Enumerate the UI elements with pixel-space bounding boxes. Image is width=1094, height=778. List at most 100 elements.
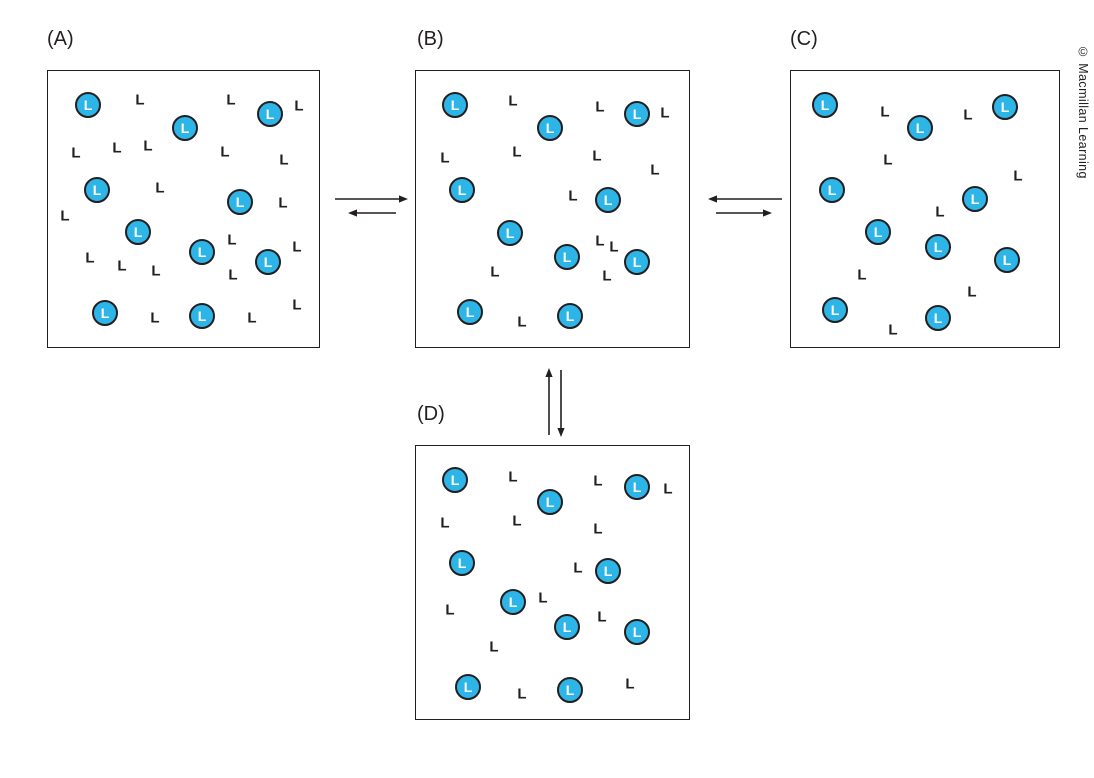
bound-ligand-complex: L — [227, 189, 253, 215]
credit-text: © Macmillan Learning — [1076, 45, 1090, 179]
free-ligand: L — [228, 266, 238, 284]
bound-ligand-complex: L — [812, 92, 838, 118]
free-ligand: L — [517, 685, 527, 703]
bound-ligand-complex: L — [819, 177, 845, 203]
bound-ligand-complex: L — [449, 177, 475, 203]
free-ligand: L — [71, 144, 81, 162]
panel-label-d: (D) — [417, 403, 445, 425]
bound-ligand-complex: L — [624, 619, 650, 645]
free-ligand: L — [593, 520, 603, 538]
bound-ligand-complex: L — [442, 92, 468, 118]
free-ligand: L — [135, 91, 145, 109]
bound-ligand-complex: L — [442, 467, 468, 493]
free-ligand: L — [247, 309, 257, 327]
free-ligand: L — [1013, 167, 1023, 185]
free-ligand: L — [625, 675, 635, 693]
bound-ligand-complex: L — [865, 219, 891, 245]
free-ligand: L — [445, 601, 455, 619]
bound-ligand-complex: L — [554, 244, 580, 270]
free-ligand: L — [220, 143, 230, 161]
free-ligand: L — [490, 263, 500, 281]
free-ligand: L — [155, 179, 165, 197]
free-ligand: L — [227, 231, 237, 249]
bound-ligand-complex: L — [189, 303, 215, 329]
bound-ligand-complex: L — [595, 187, 621, 213]
bound-ligand-complex: L — [994, 247, 1020, 273]
free-ligand: L — [489, 638, 499, 656]
bound-ligand-complex: L — [84, 177, 110, 203]
free-ligand: L — [60, 207, 70, 225]
bound-ligand-complex: L — [907, 115, 933, 141]
free-ligand: L — [595, 232, 605, 250]
free-ligand: L — [573, 559, 583, 577]
free-ligand: L — [888, 321, 898, 339]
bound-ligand-complex: L — [125, 219, 151, 245]
free-ligand: L — [440, 514, 450, 532]
bound-ligand-complex: L — [557, 677, 583, 703]
bound-ligand-complex: L — [624, 249, 650, 275]
free-ligand: L — [593, 472, 603, 490]
equilibrium-arrow-d-to-b — [545, 368, 553, 435]
bound-ligand-complex: L — [595, 558, 621, 584]
free-ligand: L — [279, 151, 289, 169]
equilibrium-arrow-b-to-d — [557, 370, 565, 437]
bound-ligand-complex: L — [172, 115, 198, 141]
bound-ligand-complex: L — [189, 239, 215, 265]
bound-ligand-complex: L — [257, 101, 283, 127]
free-ligand: L — [508, 92, 518, 110]
equilibrium-arrow-c-to-b — [708, 195, 782, 203]
equilibrium-arrow-b-to-a — [348, 209, 396, 217]
bound-ligand-complex: L — [557, 303, 583, 329]
free-ligand: L — [602, 267, 612, 285]
free-ligand: L — [512, 143, 522, 161]
bound-ligand-complex: L — [925, 234, 951, 260]
free-ligand: L — [883, 151, 893, 169]
bound-ligand-complex: L — [255, 249, 281, 275]
panel-label-b: (B) — [417, 28, 444, 50]
free-ligand: L — [538, 589, 548, 607]
bound-ligand-complex: L — [992, 94, 1018, 120]
bound-ligand-complex: L — [75, 92, 101, 118]
free-ligand: L — [85, 249, 95, 267]
free-ligand: L — [117, 257, 127, 275]
free-ligand: L — [150, 309, 160, 327]
free-ligand: L — [151, 262, 161, 280]
free-ligand: L — [517, 313, 527, 331]
free-ligand: L — [226, 91, 236, 109]
panel-label-a: (A) — [47, 28, 74, 50]
bound-ligand-complex: L — [822, 297, 848, 323]
bound-ligand-complex: L — [497, 220, 523, 246]
bound-ligand-complex: L — [962, 186, 988, 212]
bound-ligand-complex: L — [624, 101, 650, 127]
free-ligand: L — [508, 468, 518, 486]
free-ligand: L — [278, 194, 288, 212]
bound-ligand-complex: L — [455, 674, 481, 700]
free-ligand: L — [440, 149, 450, 167]
free-ligand: L — [595, 98, 605, 116]
free-ligand: L — [663, 480, 673, 498]
bound-ligand-complex: L — [925, 305, 951, 331]
free-ligand: L — [650, 161, 660, 179]
free-ligand: L — [143, 137, 153, 155]
equilibrium-arrow-a-to-b — [335, 195, 408, 203]
free-ligand: L — [512, 512, 522, 530]
bound-ligand-complex: L — [537, 489, 563, 515]
bound-ligand-complex: L — [537, 115, 563, 141]
bound-ligand-complex: L — [624, 474, 650, 500]
free-ligand: L — [597, 608, 607, 626]
free-ligand: L — [292, 296, 302, 314]
bound-ligand-complex: L — [92, 300, 118, 326]
equilibrium-arrow-b-to-c — [716, 209, 772, 217]
free-ligand: L — [967, 283, 977, 301]
free-ligand: L — [963, 106, 973, 124]
panel-label-c: (C) — [790, 28, 818, 50]
free-ligand: L — [112, 139, 122, 157]
free-ligand: L — [935, 203, 945, 221]
free-ligand: L — [294, 97, 304, 115]
free-ligand: L — [568, 187, 578, 205]
bound-ligand-complex: L — [554, 614, 580, 640]
free-ligand: L — [292, 238, 302, 256]
free-ligand: L — [609, 238, 619, 256]
bound-ligand-complex: L — [457, 299, 483, 325]
